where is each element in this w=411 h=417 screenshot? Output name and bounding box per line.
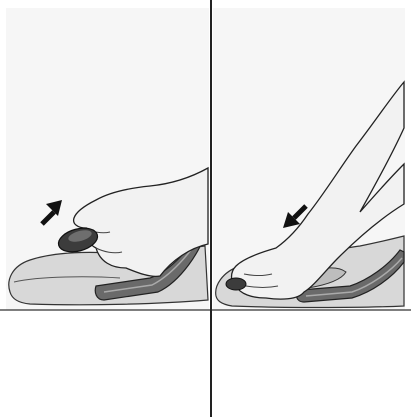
right-holder-cap (226, 278, 246, 290)
